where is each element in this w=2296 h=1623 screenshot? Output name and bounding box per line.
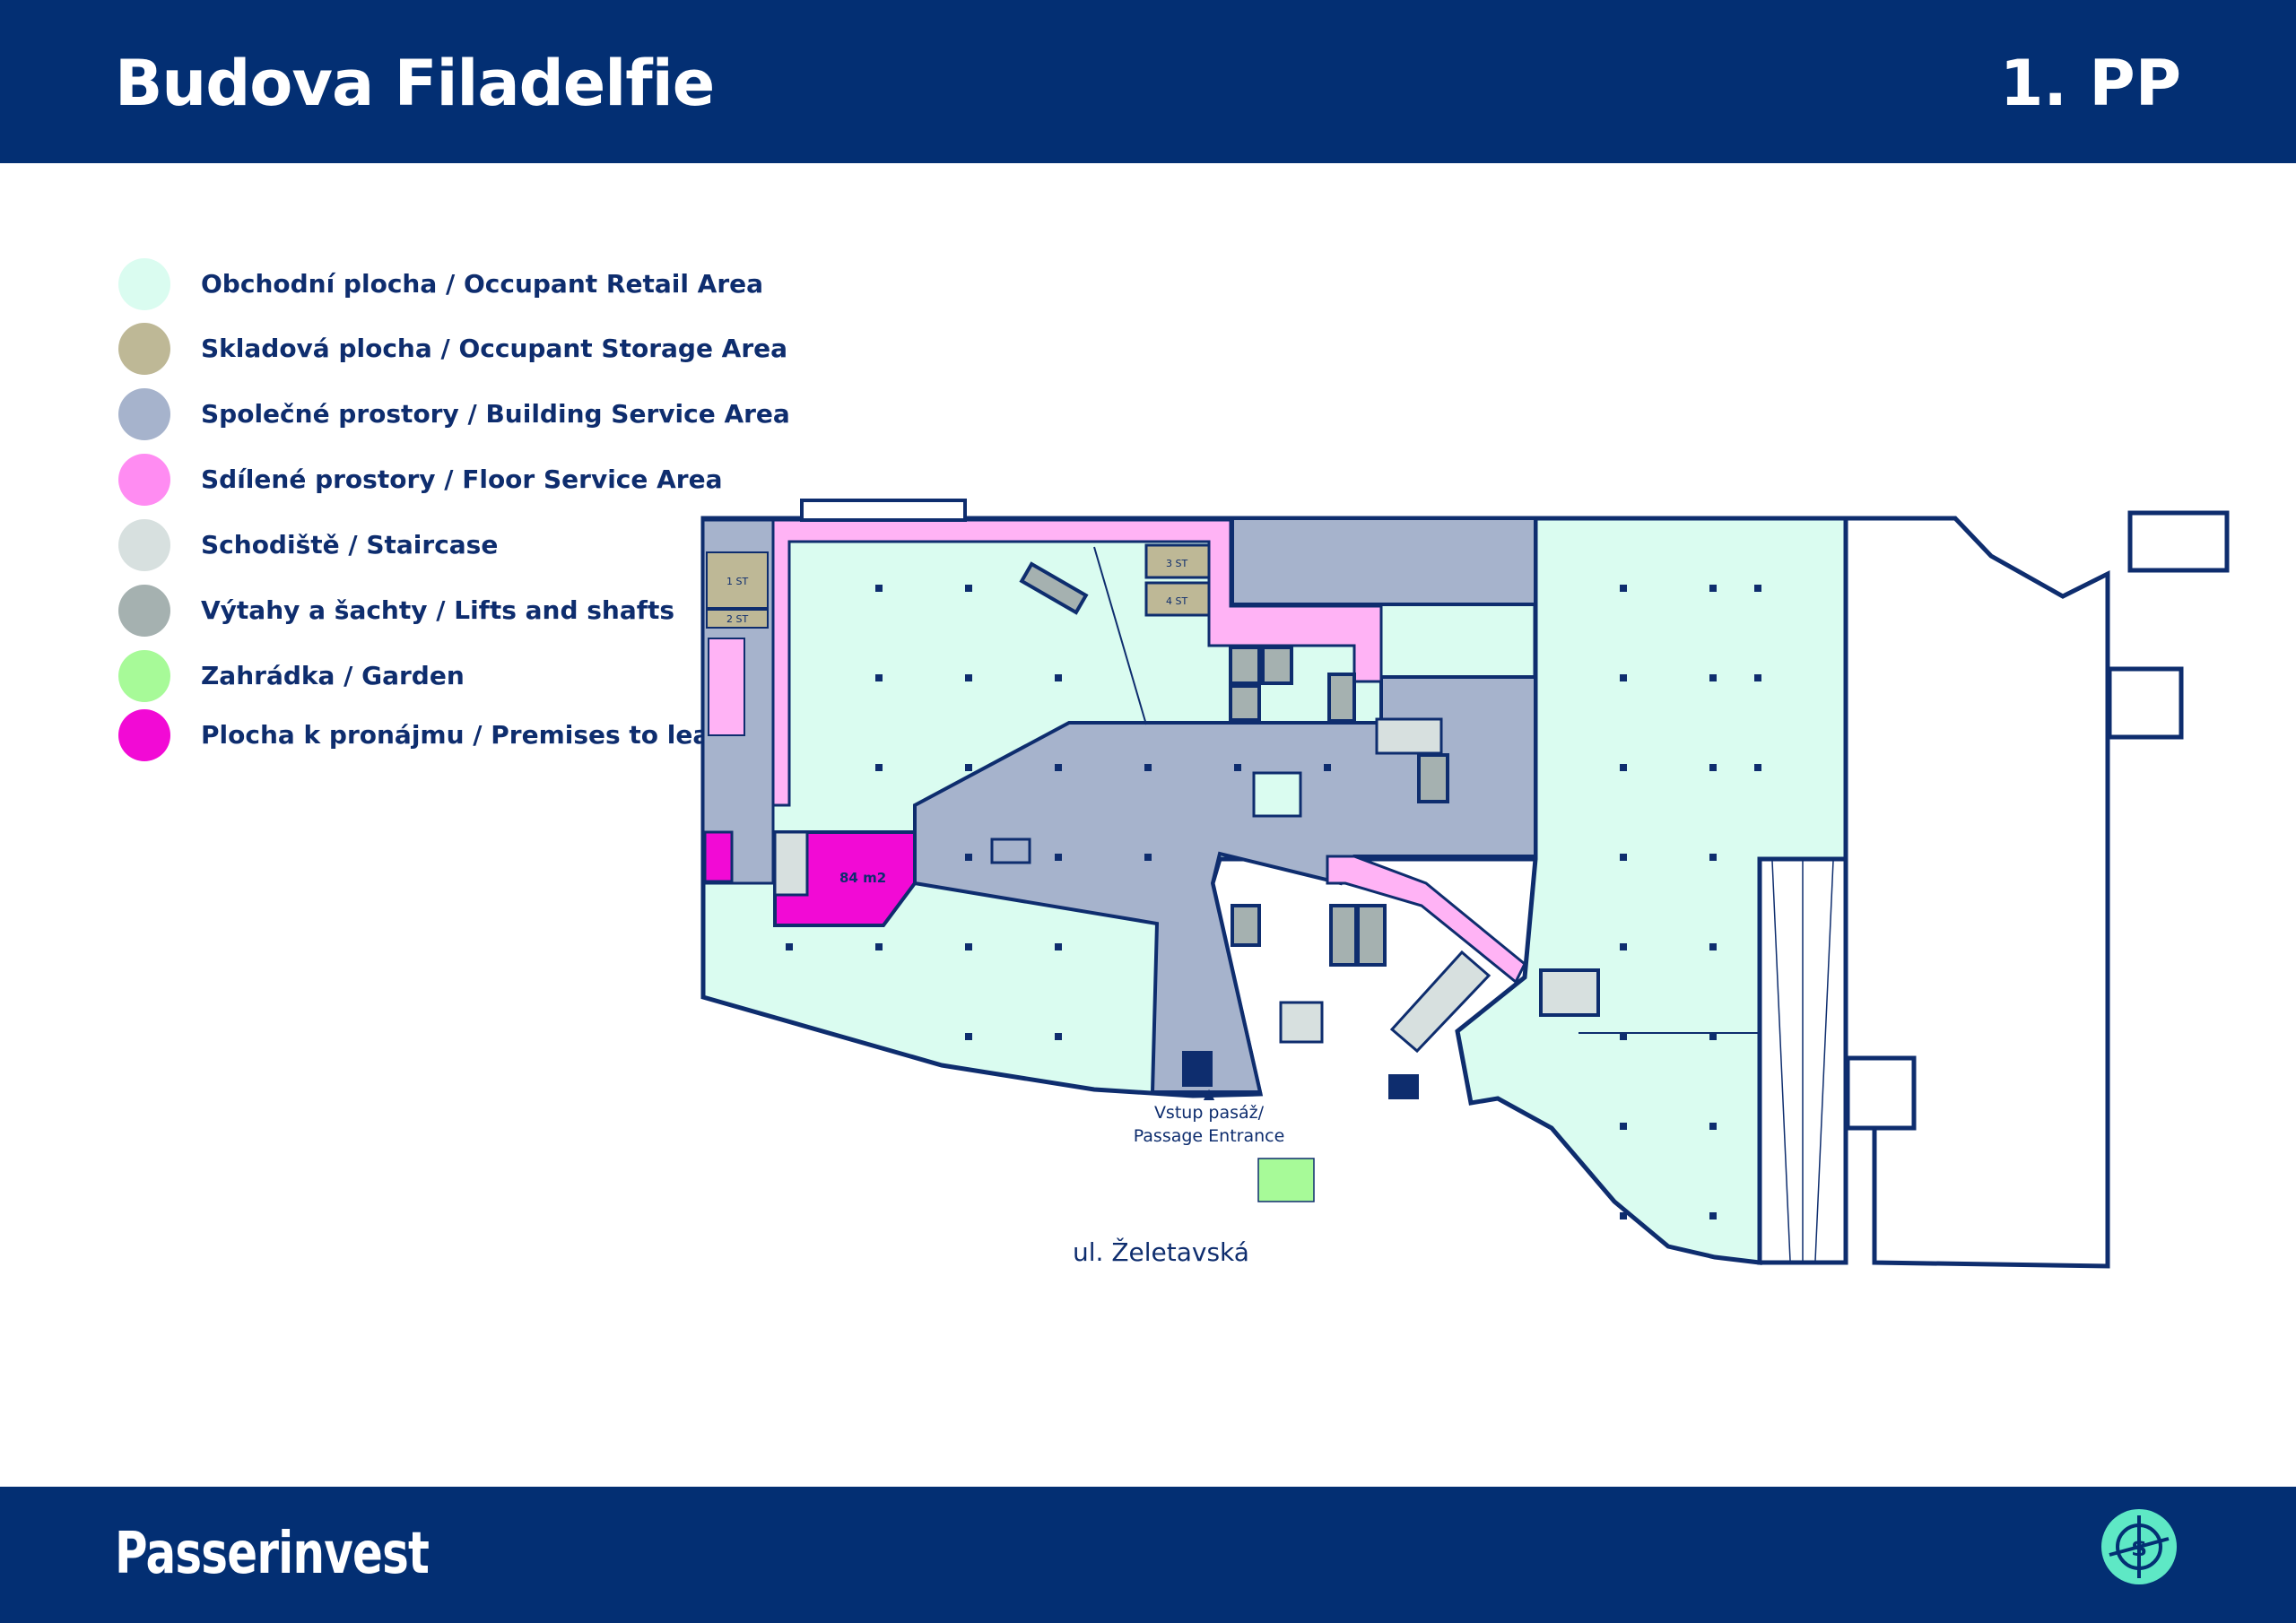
legend-item-retail: Obchodní plocha / Occupant Retail Area	[118, 258, 800, 310]
passage-entrance-label: ▲ Vstup pasáž/ Passage Entrance	[1119, 1087, 1299, 1148]
legend-label-retail: Obchodní plocha / Occupant Retail Area	[201, 269, 764, 299]
legend-swatch-retail	[118, 258, 170, 310]
east-annex	[1843, 516, 2110, 1269]
legend-item-staircase: Schodiště / Staircase	[118, 519, 800, 571]
legend-swatch-premises-to-lease	[118, 709, 170, 761]
entrance-door-1	[1182, 1051, 1213, 1087]
storage-3st-label: 3 ST	[1166, 558, 1187, 569]
lift-shaft-7	[1329, 904, 1358, 967]
staircase-hall	[1375, 717, 1443, 755]
legend-label-premises-to-lease: Plocha k pronájmu / Premises to lease	[201, 720, 742, 750]
storage-1st-label: 1 ST	[726, 576, 748, 587]
lift-shaft-5	[1417, 753, 1449, 803]
lift-shaft-3	[1229, 684, 1261, 722]
page-title: Budova Filadelfie	[115, 47, 715, 120]
hall-feature	[1252, 771, 1302, 818]
legend-swatch-storage	[118, 323, 170, 375]
entrance-arrow-icon: ▲	[1203, 1085, 1215, 1102]
lift-shaft-4	[1327, 673, 1356, 723]
entrance-door-2	[1388, 1074, 1419, 1099]
staircase-south	[1279, 1001, 1324, 1044]
premises-area-label: 84 m2	[839, 870, 887, 886]
premises-to-lease-west	[703, 830, 734, 883]
storage-2st-label: 2 ST	[726, 613, 748, 625]
north-vent-block	[800, 499, 967, 522]
legend-label-lifts: Výtahy a šachty / Lifts and shafts	[201, 595, 674, 625]
legend-swatch-lifts	[118, 585, 170, 637]
header-bar: Budova Filadelfie 1. PP	[0, 0, 2296, 163]
entrance-line-2: Passage Entrance	[1133, 1126, 1285, 1146]
east-lift-block	[1845, 1055, 1917, 1131]
storage-1st	[706, 551, 769, 609]
legend-label-storage: Skladová plocha / Occupant Storage Area	[201, 334, 788, 363]
premises-to-lease	[773, 830, 917, 927]
legend-item-garden: Zahrádka / Garden	[118, 650, 800, 702]
storage-2st	[706, 609, 769, 629]
legend-swatch-building-service	[118, 388, 170, 440]
lift-shaft-6	[1231, 904, 1261, 947]
brand-logo: Passerinvest	[115, 1521, 430, 1587]
garden-patch	[1257, 1158, 1315, 1202]
legend-swatch-staircase	[118, 519, 170, 571]
legend-label-floor-service: Sdílené prostory / Floor Service Area	[201, 464, 723, 494]
compass-emblem-icon: $	[2101, 1509, 2177, 1584]
floor-label: 1. PP	[1999, 47, 2181, 120]
legend-label-garden: Zahrádka / Garden	[201, 661, 465, 690]
east-stair-block	[2127, 510, 2230, 573]
lift-shaft-9	[1019, 561, 1089, 615]
entrance-line-1: Vstup pasáž/	[1153, 1103, 1265, 1123]
storage-4st-label: 4 ST	[1166, 595, 1187, 607]
escalator	[1389, 950, 1492, 1054]
svg-text:$: $	[2131, 1535, 2147, 1562]
legend-label-building-service: Společné prostory / Building Service Are…	[201, 399, 790, 429]
lift-shaft-2	[1261, 646, 1293, 685]
storage-3st	[1144, 543, 1211, 579]
east-stair-block-2	[2107, 666, 2184, 740]
building-service-north	[1231, 516, 1537, 606]
structural-columns	[786, 585, 1761, 1219]
footer-bar: Passerinvest $	[0, 1487, 2296, 1623]
street-label: ul. Želetavská	[1073, 1237, 1249, 1267]
legend-item-building-service: Společné prostory / Building Service Are…	[118, 388, 800, 440]
legend-swatch-garden	[118, 650, 170, 702]
storage-4st	[1144, 581, 1211, 617]
legend-item-lifts: Výtahy a šachty / Lifts and shafts	[118, 585, 800, 637]
legend-label-staircase: Schodiště / Staircase	[201, 530, 499, 560]
floor-service-wc	[708, 638, 745, 736]
legend-item-storage: Skladová plocha / Occupant Storage Area	[118, 323, 800, 375]
lift-shaft-1	[1229, 646, 1261, 685]
staircase-west	[773, 830, 809, 897]
lift-shaft-8	[1356, 904, 1387, 967]
legend-item-floor-service: Sdílené prostory / Floor Service Area	[118, 454, 800, 506]
hall-kiosk	[990, 838, 1031, 864]
staircase-east	[1539, 968, 1600, 1017]
legend-swatch-floor-service	[118, 454, 170, 506]
legend-item-premises-to-lease: Plocha k pronájmu / Premises to lease	[118, 709, 800, 761]
floor-service-corridor	[771, 518, 1383, 807]
floor-service-ramp	[1326, 855, 1526, 985]
